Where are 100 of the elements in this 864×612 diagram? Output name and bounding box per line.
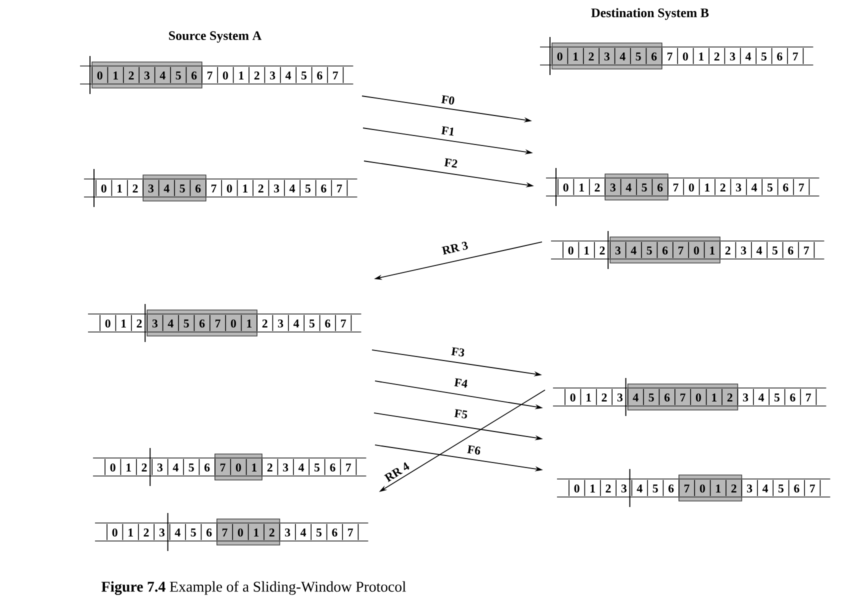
node-label: 3 xyxy=(285,528,290,536)
node-label: 0 xyxy=(101,184,106,193)
node-label: 4 xyxy=(636,484,642,492)
node-label: 3 xyxy=(270,71,276,80)
sequence-strip: 0 1 2 3 4 5 6 7 0 1 2 3 4 5 6 7 xyxy=(540,36,814,76)
sequence-strip: 0 1 2 3 4 5 6 7 0 1 2 3 4 5 6 7 xyxy=(88,304,362,342)
node-label: 1 xyxy=(122,320,126,328)
sequence-strip: 0 1 2 3 4 5 6 7 0 1 2 3 4 5 6 7 xyxy=(84,168,358,208)
node-label: 5 xyxy=(774,394,780,402)
node-label: 2 xyxy=(132,184,138,192)
node-label: 6 xyxy=(783,183,788,192)
node-label: 1 xyxy=(239,72,244,80)
node-label: 1 xyxy=(243,184,248,192)
node-label: 4 xyxy=(762,484,768,492)
node-label: 0 xyxy=(568,246,574,255)
node-label: 0 xyxy=(682,52,688,61)
node-label: 3 xyxy=(283,463,288,472)
arrow-label: RR 4 xyxy=(384,462,410,482)
node-label: 1 xyxy=(705,184,710,192)
node-label: 0 xyxy=(574,484,580,493)
arrow-label: F2 xyxy=(444,158,458,168)
node-label: 3 xyxy=(743,393,748,402)
node-label: 7 xyxy=(804,246,810,254)
node-label: 6 xyxy=(325,319,330,328)
node-label: 4 xyxy=(298,464,304,472)
node-label: 3 xyxy=(621,484,627,492)
node-label: 2 xyxy=(258,184,264,192)
node-label: 5 xyxy=(309,320,314,328)
arrow-label: F1 xyxy=(441,126,454,136)
node-label: 1 xyxy=(586,394,591,402)
node-label: 7 xyxy=(799,184,804,192)
node-label: 7 xyxy=(793,52,798,60)
sequence-strip: 0 1 2 3 4 5 6 7 0 1 2 3 4 5 6 7 xyxy=(552,378,827,416)
node-label: 6 xyxy=(204,463,210,472)
node-label: 7 xyxy=(348,528,354,536)
node-label: 3 xyxy=(617,393,623,402)
node-label: 2 xyxy=(594,184,600,192)
node-label: 5 xyxy=(778,484,784,492)
node-label: 5 xyxy=(305,184,310,192)
node-label: 7 xyxy=(211,184,216,192)
node-label: 2 xyxy=(254,72,260,80)
sequence-strip: 0 1 2 3 4 5 6 7 0 1 2 3 4 5 6 7 xyxy=(546,168,820,206)
node-label: 7 xyxy=(810,484,816,492)
node-label: 5 xyxy=(188,464,194,472)
node-label: 6 xyxy=(668,484,674,492)
node-label: 7 xyxy=(673,184,678,192)
node-label: 0 xyxy=(105,319,110,328)
node-label: 4 xyxy=(745,52,752,60)
node-label: 4 xyxy=(756,246,762,254)
node-label: 5 xyxy=(314,464,320,472)
sequence-strip: 0 1 2 3 4 5 6 7 0 1 2 3 4 5 6 7 xyxy=(550,230,825,270)
node-label: 1 xyxy=(126,464,131,472)
sequence-strip: 0 1 2 3 4 5 6 7 0 1 2 3 4 5 6 7 xyxy=(556,468,831,508)
node-label: 0 xyxy=(570,393,576,402)
node-label: 6 xyxy=(317,71,322,80)
arrow-label: F5 xyxy=(454,409,468,418)
node-label: 3 xyxy=(747,484,752,492)
node-label: 2 xyxy=(267,464,272,472)
node-label: 6 xyxy=(777,52,782,61)
node-label: 4 xyxy=(172,464,178,472)
node-label: 1 xyxy=(580,184,584,192)
node-label: 6 xyxy=(794,484,800,492)
node-label: 6 xyxy=(321,184,326,193)
node-label: 3 xyxy=(278,319,284,328)
node-label: 4 xyxy=(174,528,180,536)
node-label: 1 xyxy=(590,484,595,492)
node-label: 2 xyxy=(606,484,611,492)
arrow-label: RR 3 xyxy=(442,242,468,255)
node-label: 6 xyxy=(206,528,212,536)
node-label: 7 xyxy=(806,394,812,402)
node-label: 3 xyxy=(274,184,280,193)
node-label: 5 xyxy=(316,528,322,536)
node-label: 2 xyxy=(136,320,142,328)
sequence-strip: 0 1 2 3 4 5 6 7 0 1 2 3 4 5 6 7 xyxy=(92,448,367,486)
node-label: 4 xyxy=(758,394,764,402)
node-label: 1 xyxy=(118,184,122,192)
node-label: 2 xyxy=(725,246,730,254)
node-label: 7 xyxy=(341,320,346,328)
node-label: 7 xyxy=(337,184,342,192)
sequence-strip: 0 1 2 3 4 5 6 7 0 1 2 3 4 5 6 7 xyxy=(80,56,354,94)
node-label: 2 xyxy=(144,528,149,536)
node-label: 5 xyxy=(301,72,306,80)
node-label: 4 xyxy=(289,184,296,192)
node-label: 2 xyxy=(600,246,605,254)
node-label: 5 xyxy=(190,528,196,536)
node-label: 5 xyxy=(652,484,658,492)
node-label: 6 xyxy=(788,246,794,255)
node-label: 4 xyxy=(293,320,300,328)
node-label: 0 xyxy=(110,463,116,472)
node-label: 1 xyxy=(584,246,589,254)
sequence-strip: 0 1 2 3 4 5 6 7 0 1 2 3 4 5 6 7 xyxy=(94,512,369,552)
node-label: 1 xyxy=(128,528,133,536)
column-heading: Destination System B xyxy=(591,8,709,20)
arrow-label: F0 xyxy=(441,95,454,105)
node-label: 2 xyxy=(142,464,147,472)
node-label: 3 xyxy=(741,246,746,255)
column-heading: Source System A xyxy=(169,31,262,43)
node-label: 0 xyxy=(688,183,694,192)
node-label: 2 xyxy=(602,394,607,402)
node-label: 3 xyxy=(157,463,163,472)
